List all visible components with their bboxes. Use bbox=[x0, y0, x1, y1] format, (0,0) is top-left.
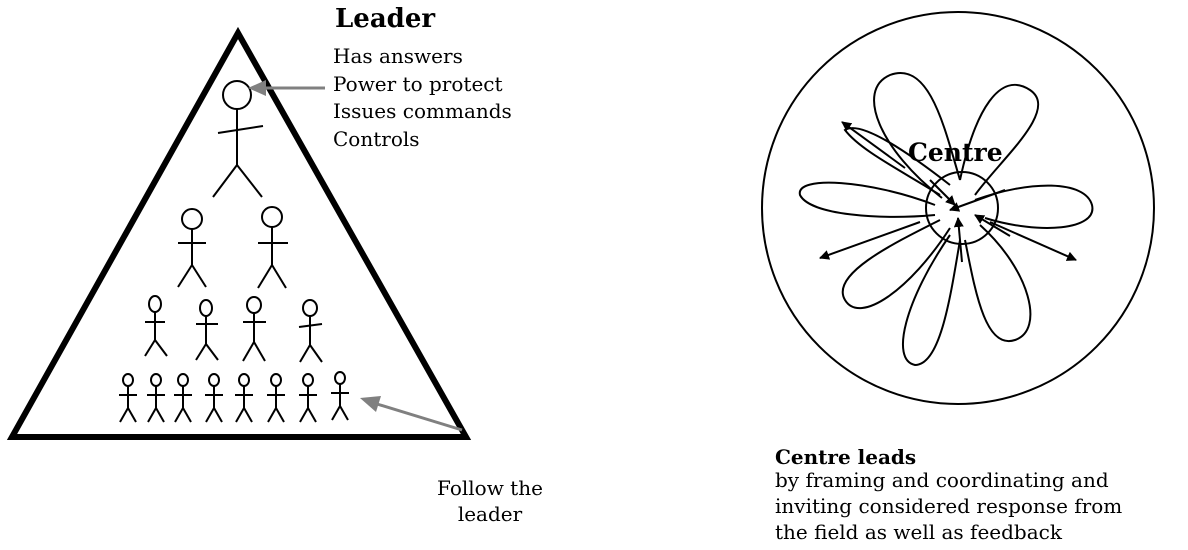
stick-figure bbox=[298, 299, 323, 363]
network-description: by framing and coordinating and inviting… bbox=[775, 467, 1185, 545]
stick-figure bbox=[331, 371, 349, 421]
network-description-line-2: inviting considered response from bbox=[775, 494, 1123, 518]
follow-caption-line-2: leader bbox=[457, 502, 523, 526]
stick-figure bbox=[174, 373, 192, 423]
stick-figure bbox=[119, 373, 137, 423]
stick-figure bbox=[242, 296, 266, 362]
stick-figure bbox=[205, 373, 223, 423]
stick-figure bbox=[235, 373, 253, 423]
figure-row-3 bbox=[144, 295, 323, 363]
stick-figure bbox=[144, 295, 168, 357]
leader-attribute-protect: Power to protect bbox=[333, 72, 503, 96]
flow-arrows bbox=[819, 121, 1077, 263]
figure-row-2 bbox=[177, 206, 288, 289]
leader-pointer-arrow bbox=[248, 80, 325, 96]
stick-figure bbox=[267, 373, 285, 423]
figure-row-4 bbox=[119, 371, 349, 423]
stick-figure bbox=[147, 373, 165, 423]
stick-figure bbox=[299, 373, 317, 423]
stick-figure bbox=[257, 206, 288, 289]
network-description-line-1: by framing and coordinating and bbox=[775, 468, 1109, 492]
leader-figure bbox=[212, 80, 264, 198]
centre-label: Centre bbox=[908, 138, 1003, 167]
stick-figure bbox=[177, 208, 207, 288]
petal-loops bbox=[798, 72, 1094, 367]
network-description-line-3: the field as well as feedback bbox=[775, 520, 1062, 544]
follower-pointer-arrow bbox=[360, 396, 463, 432]
leader-attribute-controls: Controls bbox=[333, 127, 420, 151]
network-title: Centre leads bbox=[775, 445, 917, 469]
leader-title: Leader bbox=[335, 4, 436, 34]
follow-caption: Follow the leader bbox=[405, 475, 575, 527]
leader-attribute-commands: Issues commands bbox=[333, 99, 512, 123]
field-circle bbox=[761, 11, 1155, 405]
follow-caption-line-1: Follow the bbox=[437, 476, 543, 500]
hierarchy-triangle bbox=[6, 26, 472, 440]
stick-figure bbox=[195, 299, 219, 361]
leader-attribute-answers: Has answers bbox=[333, 44, 463, 68]
